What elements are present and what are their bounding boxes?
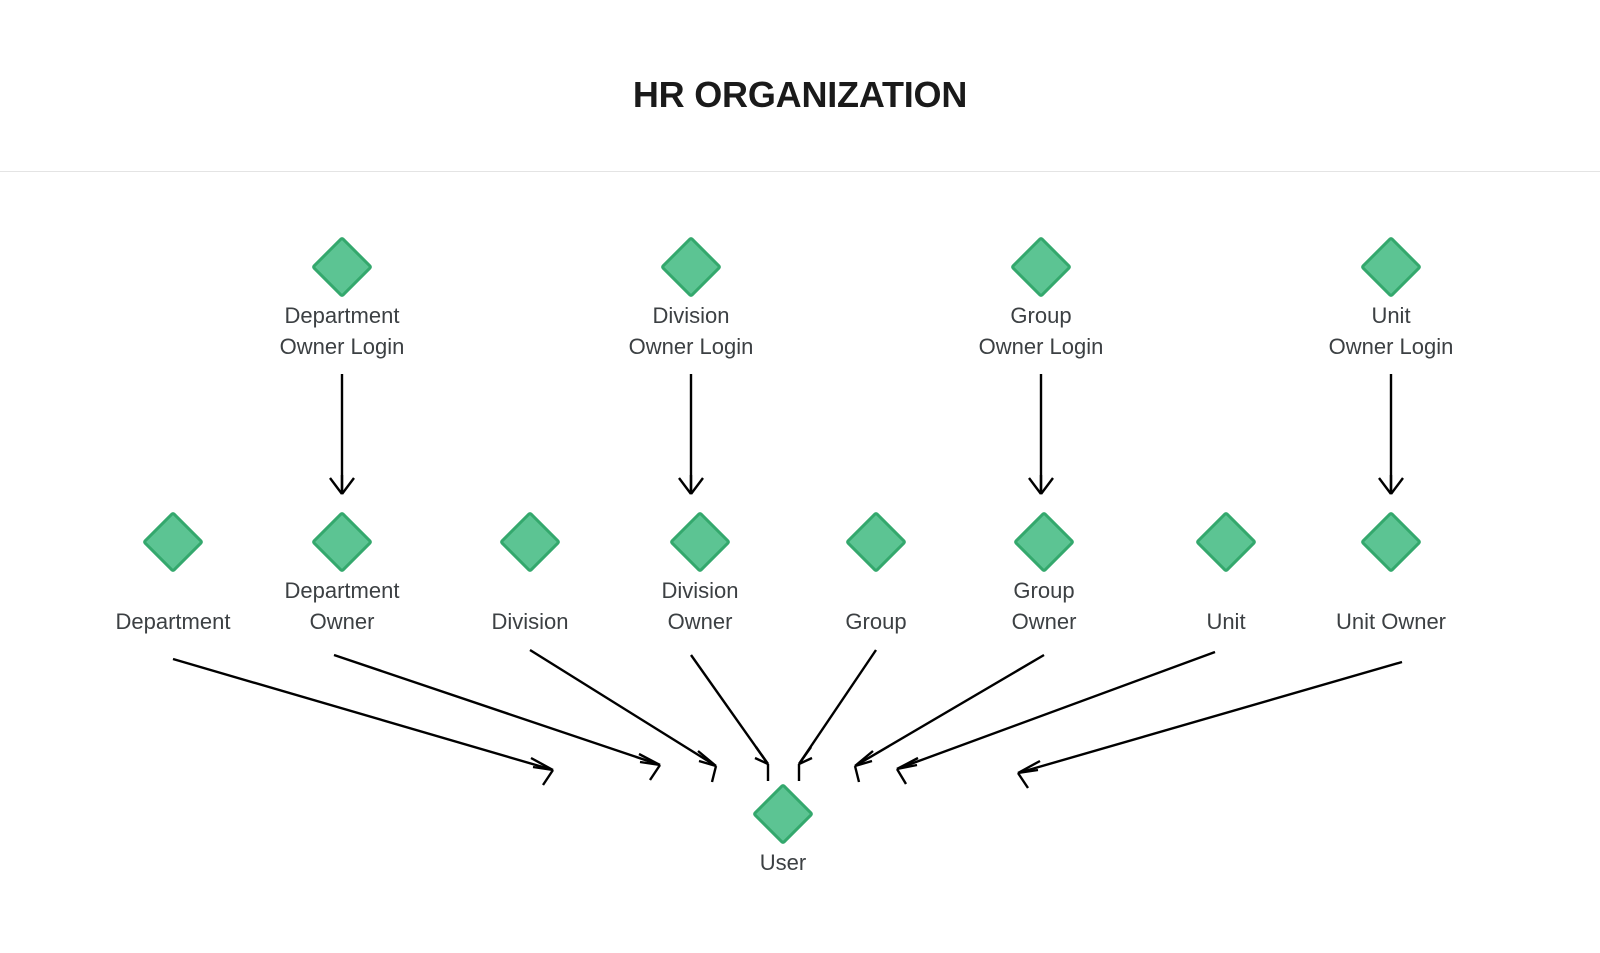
edge-department-owner-login-to-department-owner	[329, 374, 355, 495]
node-user[interactable]: User	[673, 782, 893, 878]
diamond-icon	[1359, 235, 1423, 299]
page-header: HR ORGANIZATION	[0, 0, 1600, 172]
diamond-icon	[310, 235, 374, 299]
node-unit[interactable]: Unit	[1116, 510, 1336, 637]
edge-division-owner-to-user	[690, 654, 770, 781]
node-label: Group Owner Login	[978, 303, 1104, 359]
node-unit-owner-login[interactable]: Unit Owner Login	[1281, 235, 1501, 362]
node-department-owner[interactable]: Department Owner	[232, 510, 452, 637]
node-label: Division Owner Login	[628, 303, 754, 359]
diamond-icon	[1359, 510, 1423, 574]
node-group[interactable]: Group	[766, 510, 986, 637]
diamond-icon	[310, 510, 374, 574]
node-label: Department Owner	[284, 578, 400, 634]
node-division-owner[interactable]: Division Owner	[590, 510, 810, 637]
diamond-icon	[1194, 510, 1258, 574]
edge-division-to-user	[529, 648, 718, 783]
node-group-owner-login[interactable]: Group Owner Login	[931, 235, 1151, 362]
edge-unit-to-user	[895, 650, 1216, 785]
node-label: User	[759, 850, 807, 875]
node-department-owner-login[interactable]: Department Owner Login	[232, 235, 452, 362]
node-division-owner-login[interactable]: Division Owner Login	[581, 235, 801, 362]
diamond-icon	[141, 510, 205, 574]
node-label: Group Owner	[1011, 578, 1077, 634]
diamond-shape-wrapper	[232, 235, 452, 299]
node-label: Department	[115, 609, 231, 634]
page-title: HR ORGANIZATION	[632, 74, 968, 115]
node-department[interactable]: Department	[63, 510, 283, 637]
node-label: Department Owner Login	[279, 303, 405, 359]
diamond-icon	[668, 510, 732, 574]
diamond-shape-wrapper	[232, 510, 452, 574]
diamond-icon	[498, 510, 562, 574]
node-label: Unit Owner	[1335, 609, 1447, 634]
edge-department-owner-to-user	[333, 653, 661, 781]
node-unit-owner[interactable]: Unit Owner	[1281, 510, 1501, 637]
node-label: Group	[845, 609, 907, 634]
diamond-shape-wrapper	[673, 782, 893, 846]
edge-unit-owner-to-user	[1017, 660, 1403, 789]
edge-unit-owner-login-to-unit-owner	[1378, 374, 1404, 495]
edge-division-owner-login-to-division-owner	[678, 374, 704, 495]
node-division[interactable]: Division	[420, 510, 640, 637]
diamond-icon	[751, 782, 815, 846]
diamond-icon	[1012, 510, 1076, 574]
diamond-icon	[1009, 235, 1073, 299]
diamond-shape-wrapper	[931, 235, 1151, 299]
diamond-shape-wrapper	[581, 235, 801, 299]
node-label: Division	[491, 609, 569, 634]
edge-group-owner-to-user	[853, 653, 1045, 783]
node-label: Division Owner	[661, 578, 739, 634]
diamond-icon	[844, 510, 908, 574]
edge-group-to-user	[797, 649, 877, 781]
diamond-icon	[659, 235, 723, 299]
diamond-shape-wrapper	[1281, 235, 1501, 299]
edge-group-owner-login-to-group-owner	[1028, 374, 1054, 495]
node-label: Unit Owner Login	[1328, 303, 1454, 359]
node-label: Unit	[1206, 609, 1246, 634]
node-group-owner[interactable]: Group Owner	[934, 510, 1154, 637]
edge-department-to-user	[172, 657, 554, 786]
diagram-canvas[interactable]: Department Owner Login Division Owner Lo…	[0, 172, 1600, 953]
diamond-shape-wrapper	[1281, 510, 1501, 574]
